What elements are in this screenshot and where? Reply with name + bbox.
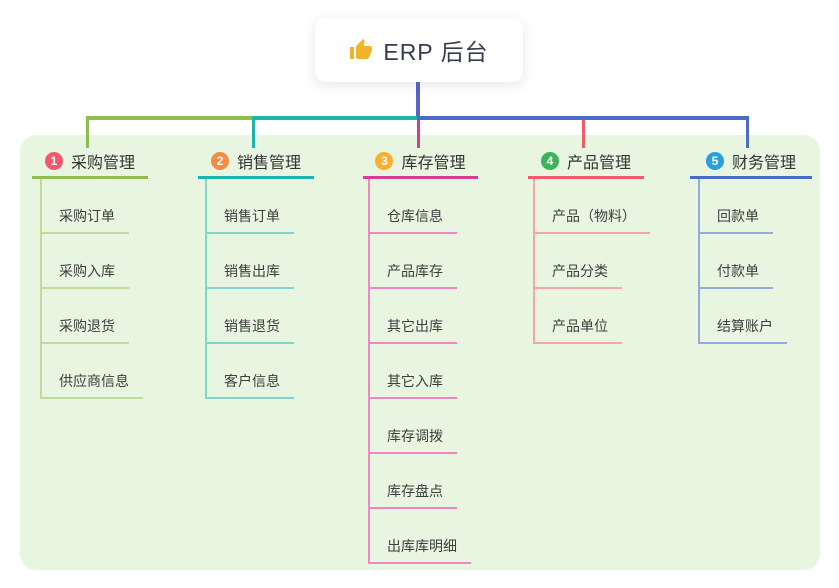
child-node[interactable]: 采购退货: [42, 289, 129, 344]
child-node[interactable]: 库存调拨: [370, 399, 457, 454]
branch-header[interactable]: 5 财务管理: [690, 148, 812, 179]
child-node[interactable]: 其它出库: [370, 289, 457, 344]
child-label: 其它入库: [387, 373, 443, 389]
child-node[interactable]: 产品（物料）: [535, 179, 650, 234]
bus-segment: [252, 116, 417, 120]
branch-children: 采购订单采购入库采购退货供应商信息: [40, 179, 148, 399]
child-label: 销售订单: [224, 208, 280, 224]
child-node[interactable]: 销售出库: [207, 234, 294, 289]
branch-badge: 1: [44, 151, 63, 170]
child-label: 出库库明细: [387, 538, 457, 554]
child-label: 供应商信息: [59, 373, 129, 389]
child-label: 库存调拨: [387, 428, 443, 444]
child-label: 采购订单: [59, 208, 115, 224]
child-label: 客户信息: [224, 373, 280, 389]
child-label: 产品分类: [552, 263, 608, 279]
branch-label: 采购管理: [70, 154, 135, 172]
branch-connector: [252, 120, 255, 148]
child-node[interactable]: 库存盘点: [370, 454, 457, 509]
branch-connector: [582, 120, 585, 148]
branch-badge: 2: [210, 151, 229, 170]
branch-connector: [746, 120, 749, 148]
child-node[interactable]: 付款单: [700, 234, 773, 289]
child-node[interactable]: 结算账户: [700, 289, 787, 344]
branches-panel: [20, 135, 820, 570]
branch-header[interactable]: 1 采购管理: [32, 148, 148, 179]
child-label: 销售退货: [224, 318, 280, 334]
child-label: 销售出库: [224, 263, 280, 279]
branch-column: 5 财务管理回款单付款单结算账户: [690, 148, 812, 344]
child-node[interactable]: 产品单位: [535, 289, 622, 344]
child-node[interactable]: 销售退货: [207, 289, 294, 344]
child-label: 产品库存: [387, 263, 443, 279]
child-node[interactable]: 采购订单: [42, 179, 129, 234]
branch-children: 产品（物料） 产品分类产品单位: [533, 179, 650, 344]
branch-badge: 5: [705, 151, 724, 170]
branch-header[interactable]: 4 产品管理: [528, 148, 644, 179]
child-node[interactable]: 产品库存: [370, 234, 457, 289]
root-node[interactable]: ERP 后台: [315, 18, 523, 82]
child-label: 产品单位: [552, 318, 608, 334]
child-node[interactable]: 采购入库: [42, 234, 129, 289]
child-node[interactable]: 其它入库: [370, 344, 457, 399]
child-node[interactable]: 回款单: [700, 179, 773, 234]
child-node[interactable]: 供应商信息: [42, 344, 143, 399]
branch-children: 销售订单销售出库销售退货客户信息: [205, 179, 314, 399]
branch-label: 库存管理: [401, 154, 466, 172]
branch-label: 财务管理: [731, 154, 796, 172]
branch-connector: [417, 120, 420, 148]
root-connector: [416, 82, 420, 120]
thumbs-up-icon: [350, 39, 373, 59]
branch-column: 3 库存管理仓库信息产品库存其它出库其它入库库存调拨库存盘点出库库明细: [363, 148, 478, 564]
child-label: 其它出库: [387, 318, 443, 334]
child-label: 结算账户: [717, 318, 773, 334]
branch-header[interactable]: 2 销售管理: [198, 148, 314, 179]
branch-header[interactable]: 3 库存管理: [363, 148, 478, 179]
branch-badge: 3: [375, 151, 394, 170]
branch-column: 2 销售管理销售订单销售出库销售退货客户信息: [198, 148, 314, 399]
child-label: 付款单: [717, 263, 759, 279]
branch-label: 产品管理: [566, 154, 631, 172]
child-label: 仓库信息: [387, 208, 443, 224]
child-node[interactable]: 销售订单: [207, 179, 294, 234]
branch-label: 销售管理: [236, 154, 301, 172]
child-node[interactable]: 产品分类: [535, 234, 622, 289]
child-label: 回款单: [717, 208, 759, 224]
child-label: 产品（物料）: [552, 208, 636, 224]
child-node[interactable]: 仓库信息: [370, 179, 457, 234]
branch-children: 回款单付款单结算账户: [698, 179, 812, 344]
bus-segment: [417, 116, 749, 120]
branch-column: 1 采购管理采购订单采购入库采购退货供应商信息: [32, 148, 148, 399]
child-label: 采购入库: [59, 263, 115, 279]
child-node[interactable]: 出库库明细: [370, 509, 471, 564]
branch-badge: 4: [540, 151, 559, 170]
branch-connector: [86, 120, 89, 148]
branch-column: 4 产品管理产品（物料） 产品分类产品单位: [528, 148, 650, 344]
root-title: ERP 后台: [383, 39, 489, 65]
child-node[interactable]: 客户信息: [207, 344, 294, 399]
branch-children: 仓库信息产品库存其它出库其它入库库存调拨库存盘点出库库明细: [368, 179, 478, 564]
child-label: 采购退货: [59, 318, 115, 334]
bus-segment: [86, 116, 252, 120]
child-label: 库存盘点: [387, 483, 443, 499]
